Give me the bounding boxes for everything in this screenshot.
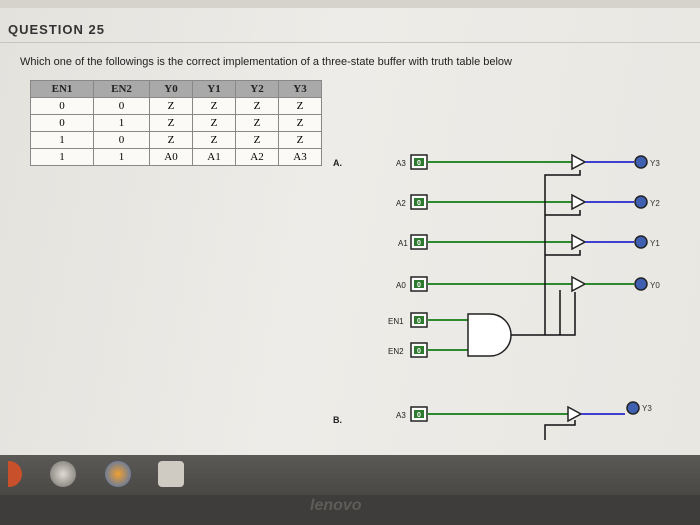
header-en1: EN1 <box>30 80 94 98</box>
table-cell: A1 <box>192 148 236 166</box>
input-switch-a0[interactable]: 0 <box>410 276 428 292</box>
table-cell: 1 <box>30 148 94 166</box>
input-value-en2: 0 <box>417 348 421 355</box>
header-y1: Y1 <box>192 80 236 98</box>
output-label-y1: Y1 <box>650 239 660 248</box>
input-switch-a2[interactable]: 0 <box>410 194 428 210</box>
table-cell: A2 <box>235 148 279 166</box>
table-row: 0 1 Z Z Z Z <box>30 114 322 132</box>
input-value-a0: 0 <box>417 282 421 289</box>
input-label-en1: EN1 <box>388 317 404 326</box>
input-switch-a3[interactable]: 0 <box>410 154 428 170</box>
output-wires-a <box>585 161 634 285</box>
input-wires-a <box>427 161 572 351</box>
circuit-diagrams: A3 A2 A1 A0 EN1 EN2 A3 0 0 0 <box>388 153 660 440</box>
table-cell: A3 <box>278 148 322 166</box>
input-label-en2: EN2 <box>388 347 404 356</box>
option-a-label[interactable]: A. <box>333 158 342 168</box>
shield-icon[interactable] <box>158 461 184 487</box>
input-value-en1: 0 <box>417 318 421 325</box>
input-switch-b-a3[interactable]: 0 <box>410 406 428 422</box>
input-switch-en1[interactable]: 0 <box>410 312 428 328</box>
input-value-a2: 0 <box>417 200 421 207</box>
table-row: 1 1 A0 A1 A2 A3 <box>30 148 322 166</box>
tristate-buffer-b <box>567 405 583 423</box>
header-y2: Y2 <box>235 80 279 98</box>
input-label-a1: A1 <box>398 239 408 248</box>
output-label-y3: Y3 <box>650 159 660 168</box>
question-text: Which one of the followings is the corre… <box>20 56 512 68</box>
laptop-bezel <box>0 495 700 525</box>
header-en2: EN2 <box>93 80 150 98</box>
question-divider <box>0 42 700 43</box>
table-row: 1 0 Z Z Z Z <box>30 131 322 149</box>
output-label-y0: Y0 <box>650 281 660 290</box>
output-label-y2: Y2 <box>650 199 660 208</box>
table-cell: A0 <box>149 148 193 166</box>
browser-top-strip <box>0 0 700 8</box>
enable-bus-wires <box>511 170 581 336</box>
truth-table-header-row: EN1 EN2 Y0 Y1 Y2 Y3 <box>30 80 322 98</box>
start-icon[interactable] <box>8 461 22 487</box>
quiz-screen: QUESTION 25 Which one of the followings … <box>0 0 700 455</box>
and-gate <box>467 313 512 357</box>
input-label-a0: A0 <box>396 281 406 290</box>
output-label-b-y3: Y3 <box>642 404 652 413</box>
input-value-a3: 0 <box>417 160 421 167</box>
enable-wire-b <box>544 420 576 440</box>
input-label-b-a3: A3 <box>396 411 406 420</box>
people-icon[interactable] <box>50 461 76 487</box>
input-value-b-a3: 0 <box>417 412 421 419</box>
browser-icon[interactable] <box>105 461 131 487</box>
question-title: QUESTION 25 <box>8 22 105 37</box>
input-label-a3: A3 <box>396 159 406 168</box>
output-probes-a <box>634 155 648 291</box>
input-label-a2: A2 <box>396 199 406 208</box>
output-probe-b <box>626 401 640 415</box>
truth-table: EN1 EN2 Y0 Y1 Y2 Y3 0 0 Z Z Z Z 0 1 Z Z <box>30 80 322 166</box>
brand-logo: lenovo <box>310 497 362 514</box>
tristate-buffers-a <box>571 153 587 293</box>
option-b-label[interactable]: B. <box>333 415 342 425</box>
input-switch-a1[interactable]: 0 <box>410 234 428 250</box>
input-switch-en2[interactable]: 0 <box>410 342 428 358</box>
input-value-a1: 0 <box>417 240 421 247</box>
taskbar <box>0 455 700 495</box>
table-row: 0 0 Z Z Z Z <box>30 97 322 115</box>
